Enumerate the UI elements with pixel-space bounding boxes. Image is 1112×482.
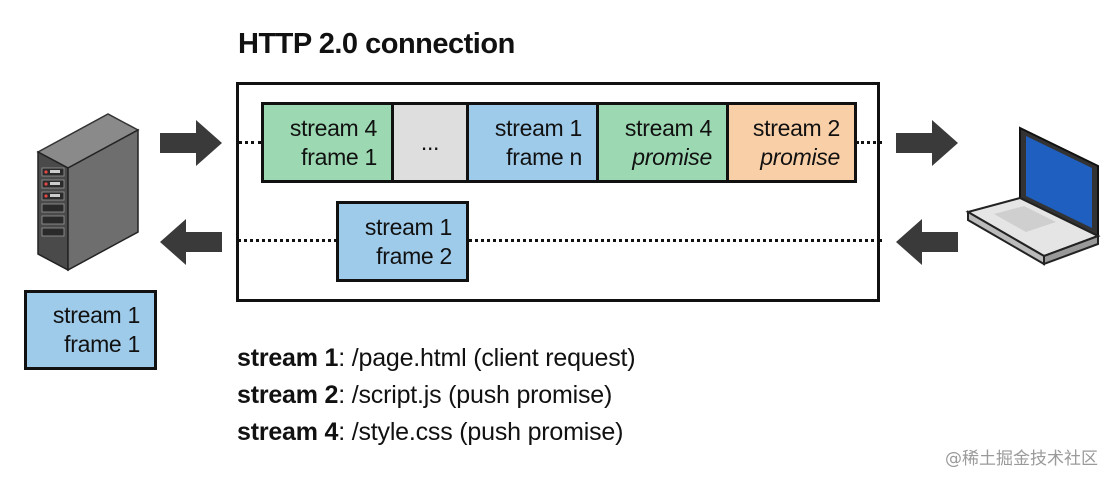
- laptop-icon: [965, 126, 1101, 266]
- legend-item-stream2: stream 2: /script.js (push promise): [237, 381, 613, 409]
- server-icon: [36, 113, 140, 272]
- legend-item-stream4: stream 4: /style.css (push promise): [237, 418, 624, 446]
- top-dotted-line-right: [856, 141, 882, 144]
- arrow-icon: [896, 219, 958, 265]
- frame-ellipsis: ...: [391, 102, 469, 183]
- connection-box: [236, 82, 880, 302]
- watermark: @稀土掘金技术社区: [945, 449, 1098, 469]
- diagram-title: HTTP 2.0 connection: [238, 28, 515, 60]
- legend-item-stream1: stream 1: /page.html (client request): [237, 344, 636, 372]
- top-dotted-line-left: [238, 141, 262, 144]
- arrow-icon: [160, 120, 222, 166]
- bottom-dotted-line-left: [238, 239, 337, 242]
- arrow-icon: [160, 219, 222, 265]
- bottom-dotted-line-right: [468, 239, 882, 242]
- arrow-icon: [896, 120, 958, 166]
